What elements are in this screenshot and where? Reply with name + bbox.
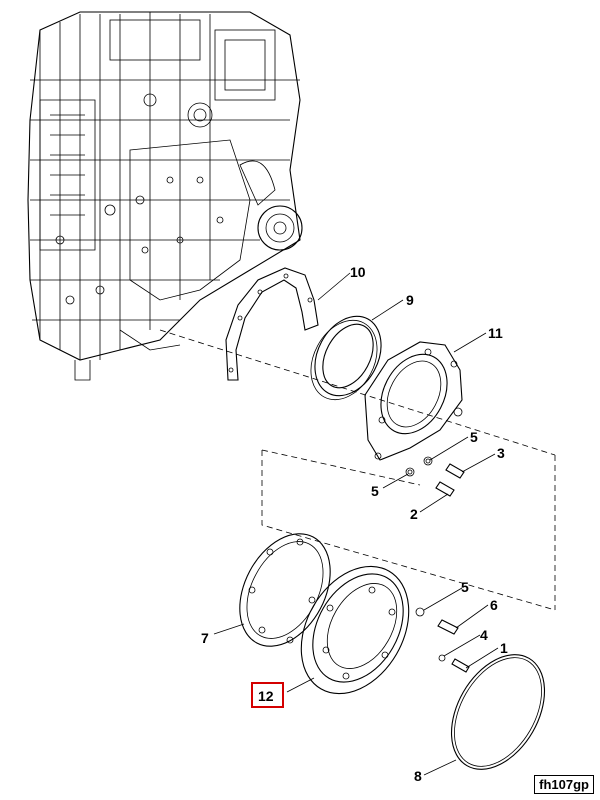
leader-lines <box>213 272 499 776</box>
highlight-box-part-12 <box>251 682 284 708</box>
figure-code-label: fh107gp <box>534 775 594 794</box>
bolt-group-upper <box>405 456 465 497</box>
callout-1: 1 <box>500 640 508 656</box>
callout-5-lower: 5 <box>461 579 469 595</box>
callout-5-middle: 5 <box>371 483 379 499</box>
callout-4: 4 <box>480 627 488 643</box>
part-9-seal <box>310 315 382 401</box>
callout-11: 11 <box>488 325 503 341</box>
callouts: 10 9 11 5 3 5 2 5 6 4 1 7 12 8 <box>201 264 508 784</box>
callout-3: 3 <box>497 445 505 461</box>
callout-2: 2 <box>410 506 418 522</box>
callout-8: 8 <box>414 768 422 784</box>
part-12-cover-plate <box>300 565 410 695</box>
callout-12: 12 <box>258 688 274 704</box>
part-7-gasket <box>239 533 331 647</box>
part-8-oring <box>450 654 546 770</box>
callout-7: 7 <box>201 630 209 646</box>
callout-10: 10 <box>350 264 366 280</box>
engine-block <box>27 11 303 381</box>
callout-6: 6 <box>490 597 498 613</box>
bolt-group-lower <box>415 607 470 673</box>
part-10-gasket <box>225 267 319 381</box>
callout-5-upper: 5 <box>470 429 478 445</box>
part-11-housing <box>364 341 463 461</box>
assembly-lines <box>159 329 556 611</box>
callout-9: 9 <box>406 292 414 308</box>
